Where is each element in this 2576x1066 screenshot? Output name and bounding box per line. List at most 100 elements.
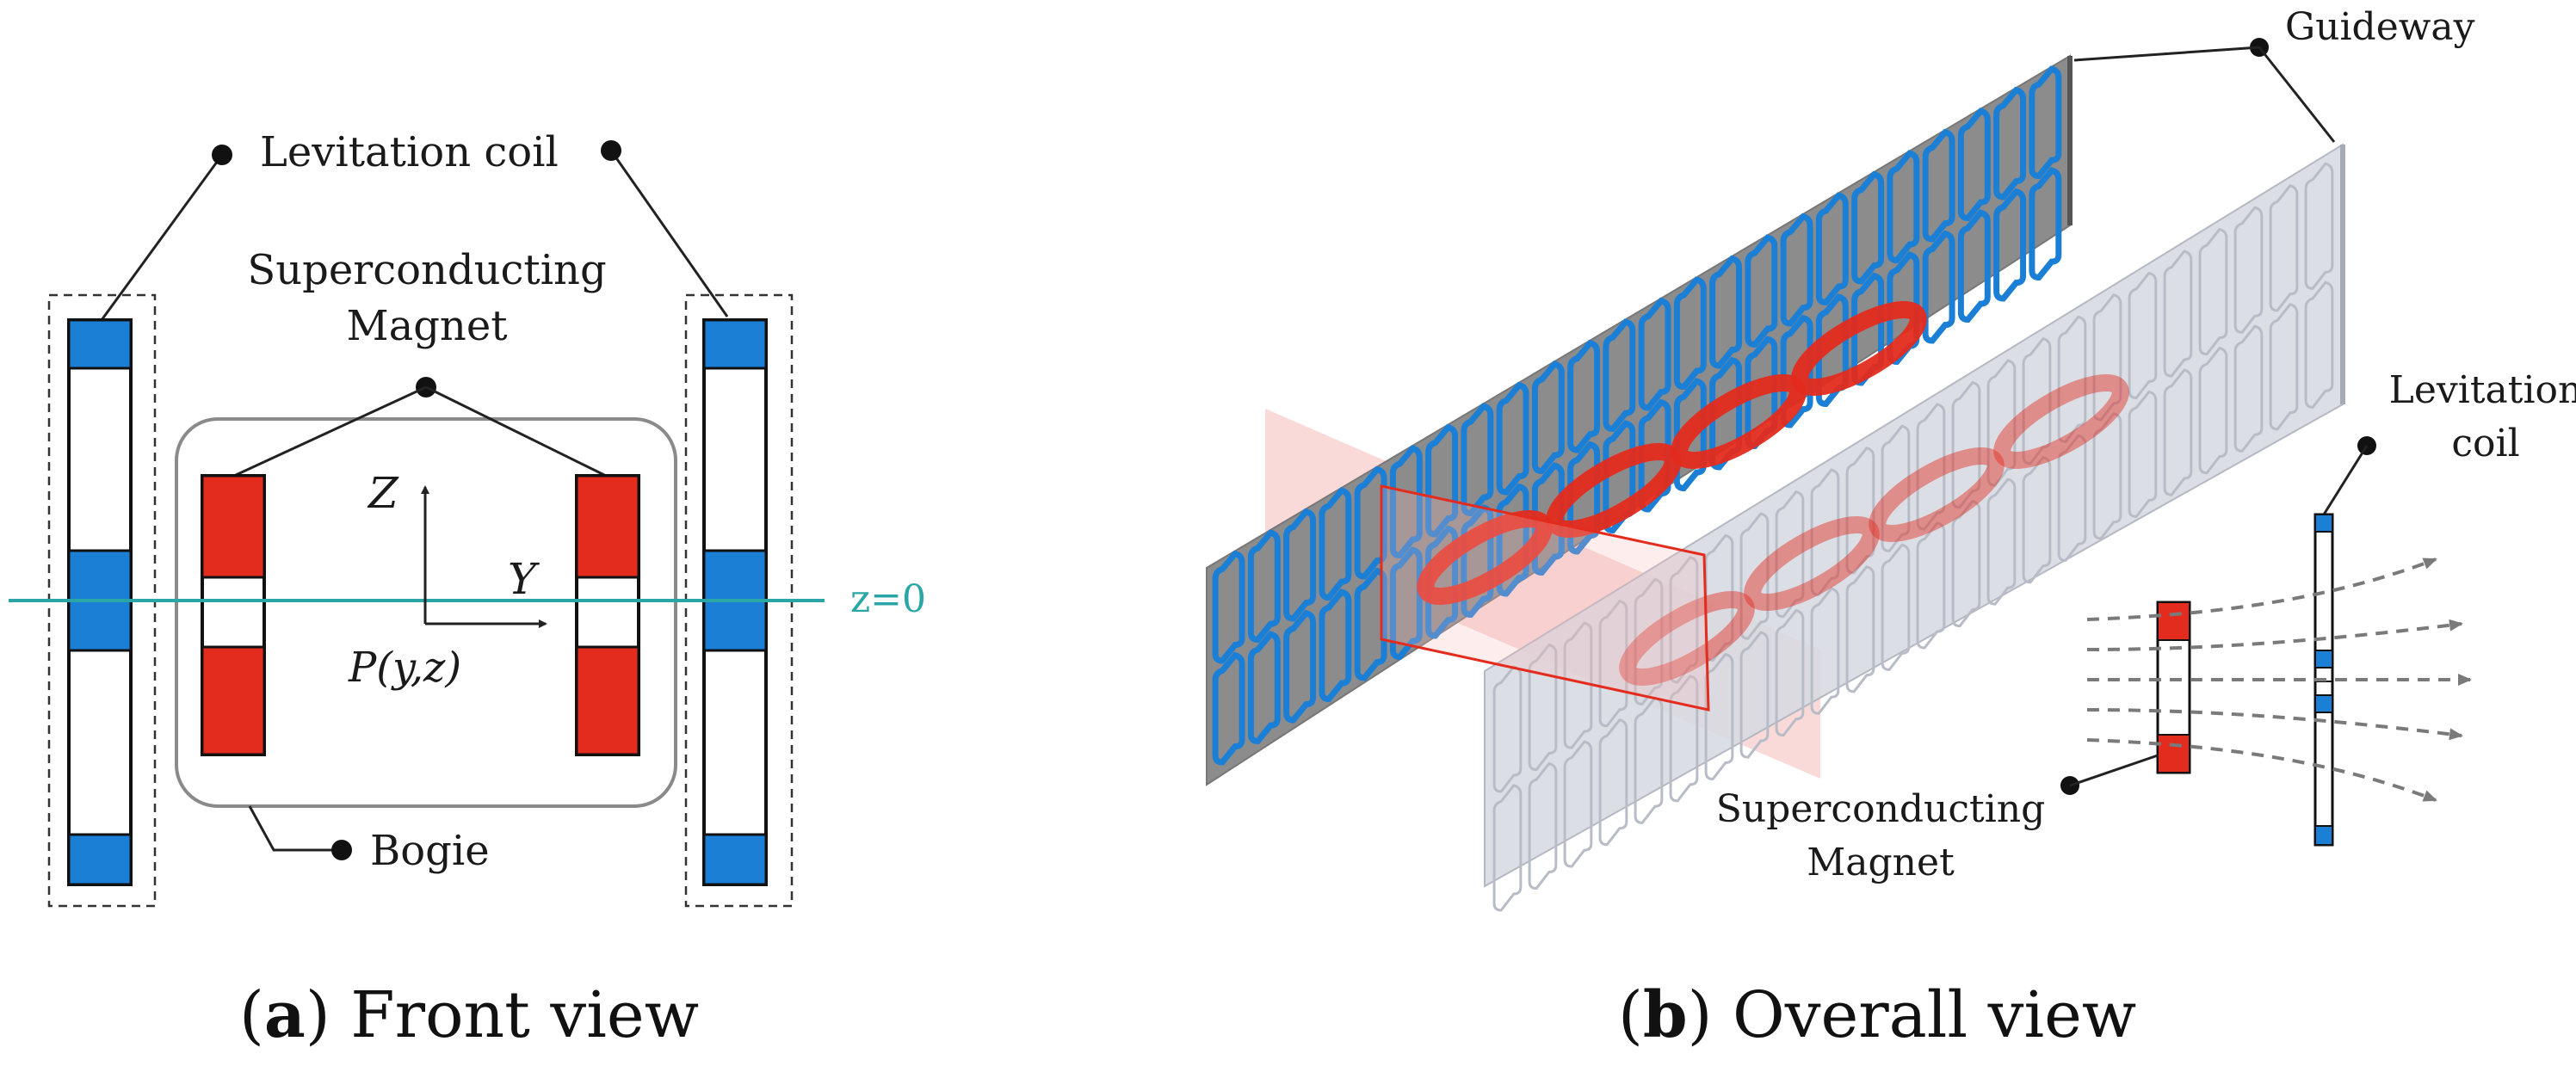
guideway-leader-b: [2258, 46, 2336, 143]
rear-guideway-coil: [1563, 621, 1593, 749]
caption-b-text: Overall view: [1733, 978, 2136, 1052]
bogie-outline: [175, 417, 677, 808]
guideway-coil: [1603, 318, 1636, 433]
rear-guideway-coil: [1986, 478, 2017, 606]
rear-guideway-coil: [1598, 718, 1628, 847]
guideway-coil: [1212, 550, 1245, 664]
rear-guideway-coil: [2233, 324, 2264, 453]
guideway-coil: [1851, 170, 1885, 285]
inset-coil-blue-4: [2314, 825, 2333, 846]
guideway-coil: [1957, 209, 1991, 323]
guideway-coil: [1922, 230, 1955, 344]
rear-guideway-coil: [1881, 424, 1911, 552]
guideway-coil: [1567, 339, 1601, 453]
rear-guideway-coil: [1739, 512, 1770, 640]
inset-levitation-leader: [2322, 445, 2369, 515]
guideway-coil: [1461, 504, 1494, 619]
rear-guideway-coil: [2092, 412, 2122, 540]
guideway-leader-a: [2073, 46, 2260, 62]
overall-view-panel: Guideway Levitation coil: [1206, 5, 2576, 1052]
inset-coil-blue-1: [2314, 514, 2333, 533]
guideway-coil: [1496, 381, 1529, 496]
guideway-coil: [1993, 188, 2027, 302]
guideway-coil: [1354, 567, 1387, 681]
inset-coil-blue-2: [2314, 650, 2333, 669]
rear-guideway-coil: [2057, 434, 2087, 562]
rear-guideway-coil: [2269, 303, 2299, 431]
front-sc-magnet-leader-right: [425, 385, 607, 478]
front-sc-magnet-leader-left: [233, 385, 427, 478]
guideway-coil: [1283, 508, 1317, 622]
rear-guideway-coil: [2057, 315, 2087, 443]
guideway-coil: [1815, 192, 1849, 306]
guideway-coil: [1389, 445, 1423, 559]
bogie-leader: [248, 805, 340, 852]
inset-levitation-label-line2: coil: [2451, 422, 2519, 465]
guideway-coil: [1247, 529, 1281, 644]
rear-guideway-coil: [1845, 565, 1875, 693]
left-magnet-red-bottom: [201, 645, 266, 756]
rear-guideway-coil: [2198, 227, 2228, 356]
rear-guideway-coil: [2163, 250, 2193, 378]
rear-guideway-coil: [1881, 543, 1911, 671]
levitation-coil-leader-left: [100, 154, 224, 321]
guideway-coil: [1922, 128, 1955, 243]
inset-levitation-label-line1: Levitation: [2389, 368, 2576, 412]
flux-line-1: [2086, 558, 2437, 621]
guideway-coil: [2029, 65, 2062, 180]
inset-coil-blue-3: [2314, 694, 2333, 713]
front-right-sc-magnet: [575, 474, 640, 756]
guideway-coil: [1673, 276, 1707, 391]
rear-guideway-coil: [1492, 665, 1523, 793]
caption-b-letter: b: [1643, 978, 1688, 1052]
guideway-rear-coil-outlines: [1492, 162, 2334, 912]
rear-guideway-coil: [1810, 587, 1840, 715]
guideway-coil: [1212, 651, 1245, 766]
sc-magnet-oval-front: [1791, 300, 1927, 397]
rear-guideway-coil: [2128, 271, 2158, 400]
rear-guideway-coil: [1951, 380, 1981, 509]
flux-line-5: [2086, 738, 2437, 802]
guideway-coil: [1319, 588, 1352, 703]
rear-guideway-coil: [1669, 556, 1699, 684]
rear-guideway-coil: [2269, 184, 2299, 312]
rear-guideway-coil: [1528, 643, 1558, 772]
rear-guideway-coil: [2304, 280, 2334, 409]
flux-line-4: [2086, 708, 2463, 741]
rear-guideway-coil: [2092, 293, 2122, 422]
rear-guideway-coil: [1598, 599, 1628, 728]
sc-magnet-oval-rear: [1993, 373, 2129, 470]
field-inset: Levitation coil Superconductin: [1716, 368, 2576, 884]
front-left-sc-magnet: [201, 474, 266, 756]
rear-guideway-coil: [1986, 359, 2017, 487]
sc-magnet-oval-rear: [1744, 515, 1880, 612]
bogie-dot: [331, 840, 352, 860]
guideway-label: Guideway: [2285, 5, 2475, 49]
inset-sc-label-line2: Magnet: [1807, 841, 1955, 884]
guideway-coil: [1887, 150, 1920, 264]
guideway-front-wall: [1206, 54, 2073, 786]
rear-guideway-coil: [1563, 740, 1593, 868]
front-sc-magnet-label-line2: Magnet: [346, 302, 507, 350]
levitation-coil-leader-right: [609, 150, 729, 317]
guideway-coil: [1425, 525, 1459, 639]
flux-line-2: [2086, 619, 2463, 651]
guideway-coil: [1354, 465, 1387, 580]
sc-magnet-oval-rear: [1619, 590, 1755, 687]
guideway-rear-wall: [1484, 143, 2345, 912]
point-p-label: P(y,z): [348, 644, 461, 692]
guideway-coil: [1319, 487, 1352, 601]
sc-magnet-oval-front: [1417, 509, 1553, 606]
guideway-coil: [1780, 213, 1813, 327]
rear-guideway-coil: [2233, 206, 2264, 334]
z0-label: z=0: [850, 577, 926, 621]
guideway-coil: [1425, 423, 1459, 538]
right-coil-blue-bottom: [702, 833, 768, 886]
rear-guideway-coil: [2022, 336, 2052, 465]
y-axis-label: Y: [508, 554, 540, 604]
rear-guideway-coil: [1916, 403, 1946, 531]
rear-guideway-coil: [1528, 761, 1558, 890]
front-view-panel: Levitation coil Superconducting Magnet: [9, 128, 926, 1052]
rear-guideway-coil: [1492, 784, 1523, 912]
